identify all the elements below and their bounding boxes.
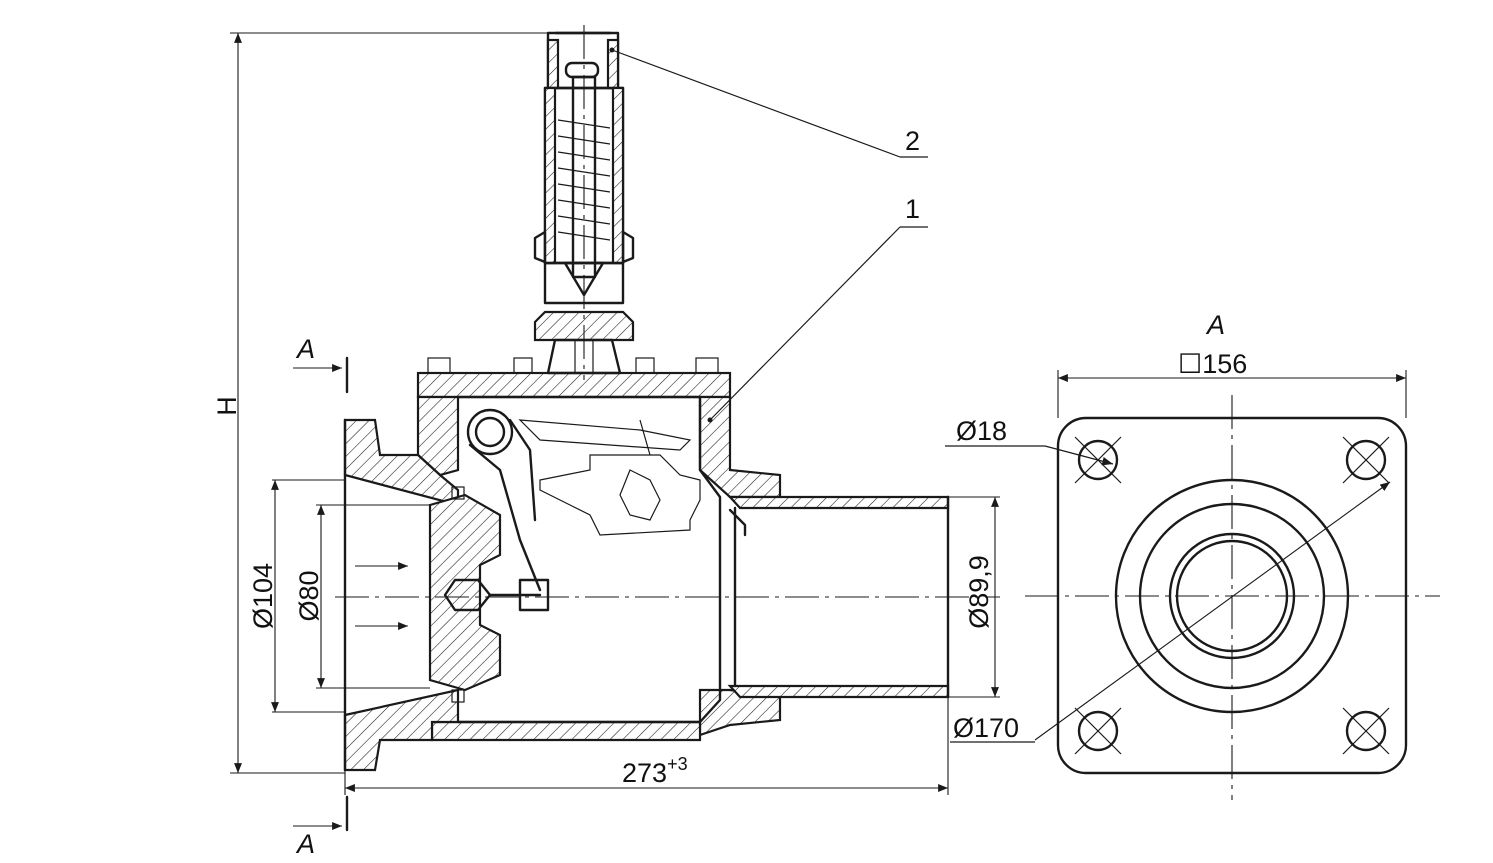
bolt-hole-bottom-right <box>1342 707 1390 755</box>
length-dimension: 273+3 <box>344 697 949 795</box>
height-dimension: H <box>212 32 552 774</box>
section-label-bottom: A <box>295 829 315 859</box>
length-tolerance: +3 <box>667 754 688 774</box>
square-size-label: ☐156 <box>1178 349 1247 379</box>
section-marker-bottom: A <box>293 795 349 859</box>
relief-valve <box>533 25 635 380</box>
bolt-circle-diameter-label: Ø170 <box>953 713 1019 743</box>
section-label-top: A <box>295 334 315 364</box>
callout-2-label: 2 <box>905 126 920 156</box>
inlet-outer-diameter-label: Ø104 <box>248 563 278 629</box>
bolt-hole-bottom-left <box>1074 707 1122 755</box>
inlet-outer-diameter-dimension: Ø104 <box>248 479 345 713</box>
callout-1-label: 1 <box>905 194 920 224</box>
outlet-diameter-label: Ø89,9 <box>964 555 994 629</box>
inlet-inner-diameter-label: Ø80 <box>294 570 324 621</box>
hole-diameter-label: Ø18 <box>956 416 1007 446</box>
length-value: 273 <box>622 758 667 788</box>
bolt-hole-top-right <box>1342 436 1390 484</box>
valve-body <box>335 357 1000 772</box>
height-label: H <box>212 396 242 416</box>
flange-view-a: A ☐156 <box>945 310 1440 800</box>
view-a-title: A <box>1205 310 1225 340</box>
callout-1: 1 <box>707 194 928 423</box>
outlet-diameter-dimension: Ø89,9 <box>948 496 1000 698</box>
section-marker-top: A <box>293 334 349 394</box>
inlet-inner-diameter-dimension: Ø80 <box>294 504 430 689</box>
length-text: 273+3 <box>622 754 688 788</box>
callout-2: 2 <box>609 47 928 158</box>
